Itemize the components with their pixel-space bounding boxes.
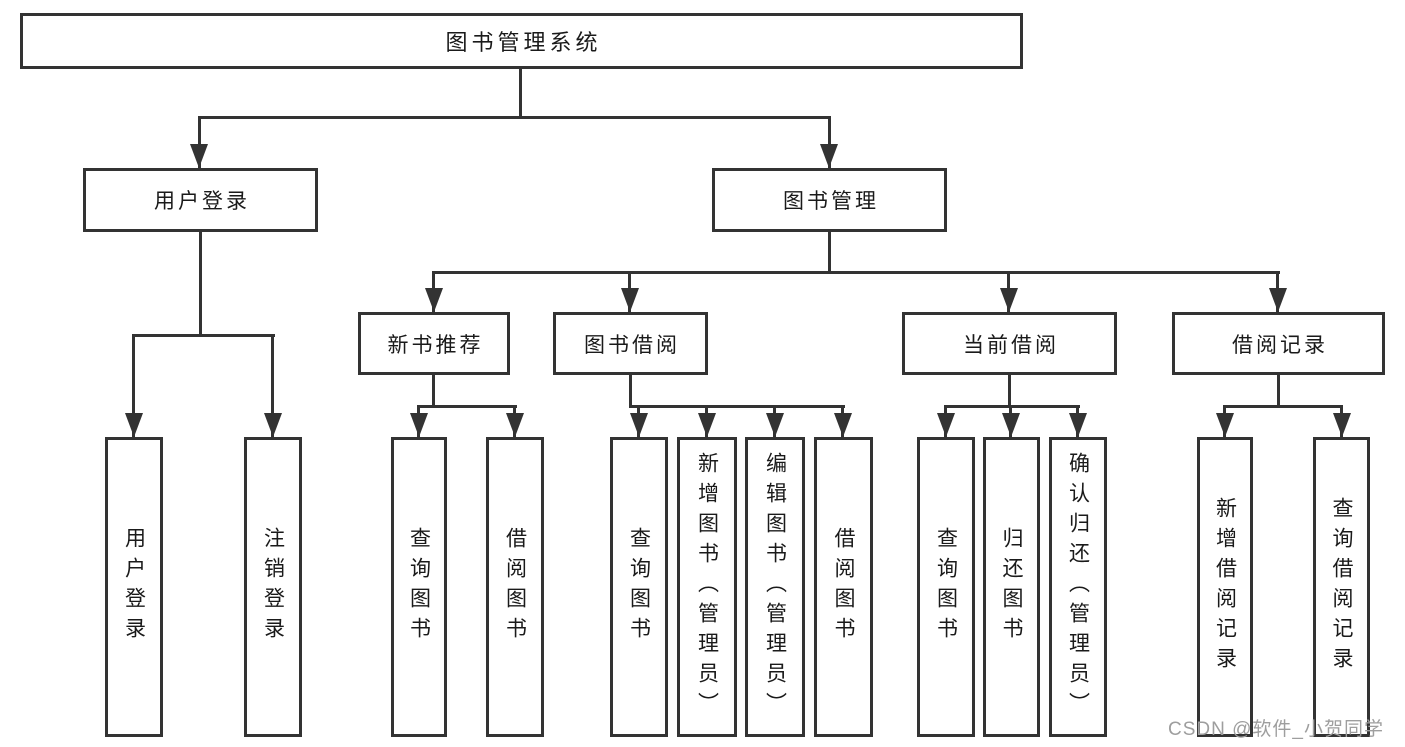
connector-user-login-bus [133,334,275,337]
leaf-return-books: 归还图书 [983,437,1040,737]
arrowhead-down-icon [1216,413,1234,437]
connector-bus [417,405,517,408]
node-current-borrowing: 当前借阅 [902,312,1117,375]
leaf-user-login: 用户登录 [105,437,163,737]
node-book-management: 图书管理 [712,168,947,232]
leaf-borrow-books: 借阅图书 [814,437,873,737]
connector-bus [944,405,1080,408]
node-new-book-recommend: 新书推荐 [358,312,510,375]
arrowhead-down-icon [1333,413,1351,437]
leaf-query-borrow-record: 查询借阅记录 [1313,437,1370,737]
connector-to-book-mgmt [828,116,831,168]
arrowhead-down-icon [506,413,524,437]
arrowhead-down-icon [1269,288,1287,312]
node-book-borrowing: 图书借阅 [553,312,708,375]
leaf-confirm-return-admin: 确认归还（管理员） [1049,437,1107,737]
connector-bus [629,405,845,408]
arrowhead-down-icon [834,413,852,437]
arrowhead-down-icon [264,413,282,437]
leaf-query-books-borrowing: 查询图书 [610,437,668,737]
arrowhead-down-icon [410,413,428,437]
leaf-query-books-current: 查询图书 [917,437,975,737]
connector-to-user-login [198,116,201,168]
arrowhead-down-icon [125,413,143,437]
arrowhead-down-icon [820,144,838,168]
arrowhead-down-icon [766,413,784,437]
connector-stem [629,375,632,408]
arrowhead-down-icon [630,413,648,437]
node-user-login: 用户登录 [83,168,318,232]
arrowhead-down-icon [937,413,955,437]
arrowhead-down-icon [1000,288,1018,312]
leaf-query-books-recommend: 查询图书 [391,437,447,737]
connector-book-mgmt-stem [828,232,831,274]
connector-stem [1277,375,1280,408]
connector-stem [432,375,435,408]
connector-bus [1223,405,1343,408]
connector-level3-bus [432,271,1280,274]
arrowhead-down-icon [190,144,208,168]
watermark: CSDN @软件_小贺同学 [1168,719,1384,740]
arrowhead-down-icon [1002,413,1020,437]
connector-to-leaf [271,334,274,437]
leaf-add-borrow-record: 新增借阅记录 [1197,437,1253,737]
connector-root-stem [519,69,522,119]
arrowhead-down-icon [425,288,443,312]
leaf-borrow-books-recommend: 借阅图书 [486,437,544,737]
arrowhead-down-icon [621,288,639,312]
leaf-edit-books-admin: 编辑图书（管理员） [745,437,805,737]
node-root-library-system: 图书管理系统 [20,13,1023,69]
node-borrowing-records: 借阅记录 [1172,312,1385,375]
connector-to-leaf [132,334,135,437]
connector-user-login-stem [199,232,202,337]
connector-stem [1008,375,1011,408]
arrowhead-down-icon [698,413,716,437]
leaf-logout: 注销登录 [244,437,302,737]
leaf-add-books-admin: 新增图书（管理员） [677,437,737,737]
connector-level2-bus [198,116,831,119]
arrowhead-down-icon [1069,413,1087,437]
